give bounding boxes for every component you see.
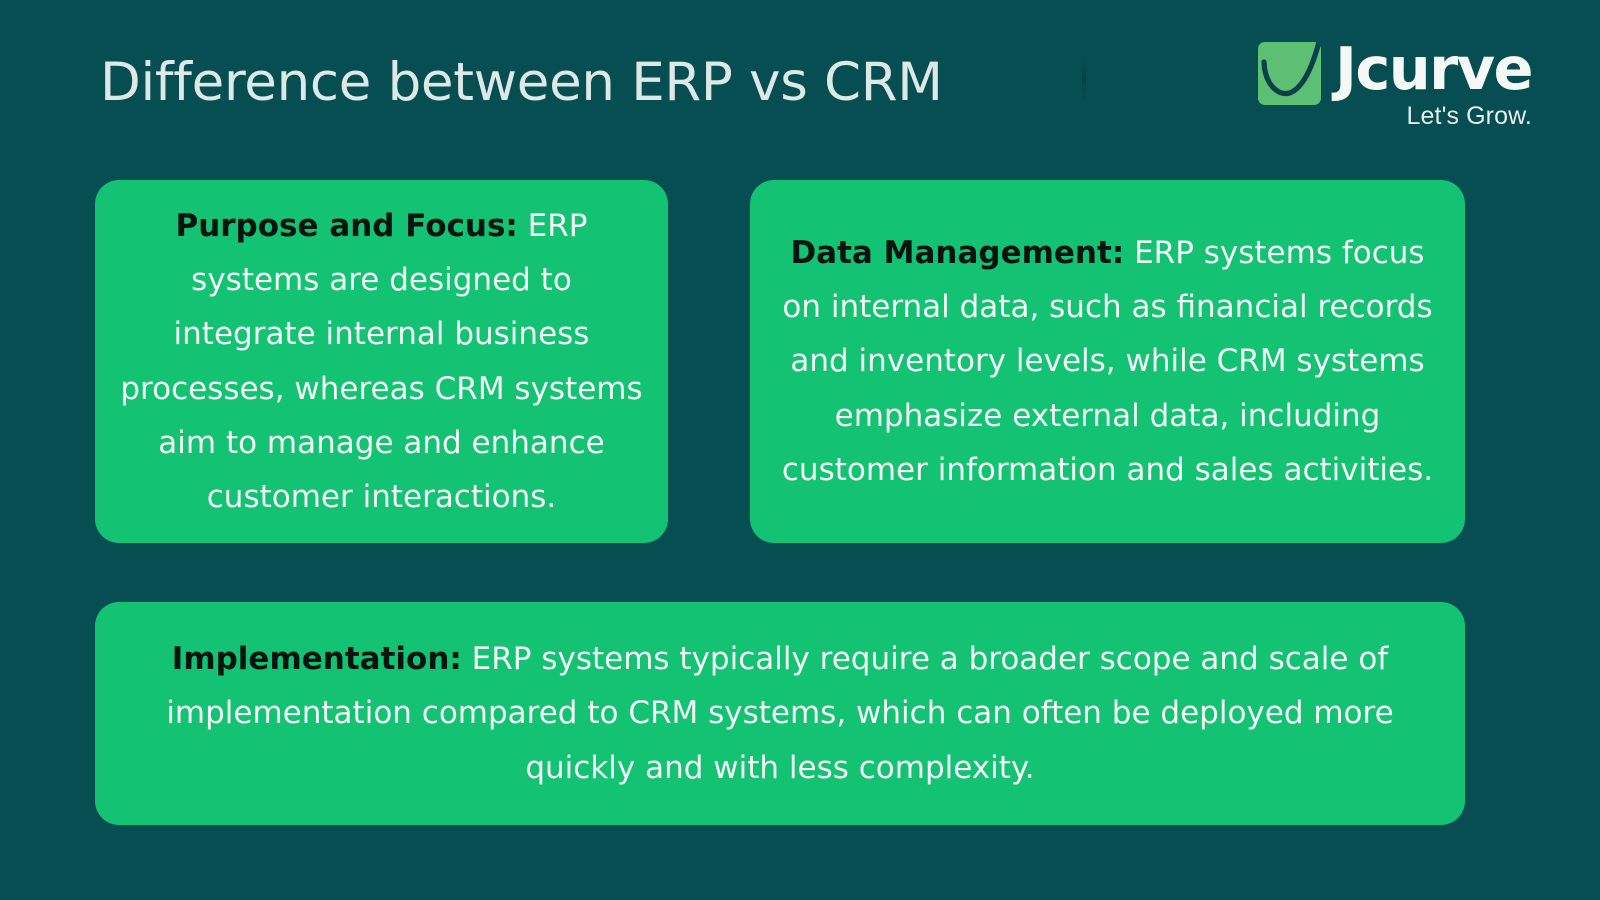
header: Difference between ERP vs CRM Jcurve Let…	[0, 0, 1600, 165]
card-body: ERP systems typically require a broader …	[166, 641, 1394, 786]
jcurve-logo-mark-icon	[1258, 42, 1321, 105]
card-implementation: Implementation: ERP systems typically re…	[95, 602, 1465, 825]
card-purpose-and-focus: Purpose and Focus: ERP systems are desig…	[95, 180, 668, 543]
card-text: Implementation: ERP systems typically re…	[135, 632, 1425, 795]
logo-wordmark: Jcurve	[1335, 34, 1534, 103]
card-body: ERP systems are designed to integrate in…	[120, 207, 643, 515]
card-lead: Purpose and Focus:	[175, 207, 518, 244]
card-body: ERP systems focus on internal data, such…	[781, 234, 1434, 488]
title-artifact	[1082, 55, 1086, 103]
card-data-management: Data Management: ERP systems focus on in…	[750, 180, 1465, 543]
logo-tagline: Let's Grow.	[1406, 101, 1532, 130]
card-text: Data Management: ERP systems focus on in…	[778, 226, 1437, 497]
card-lead: Implementation:	[171, 641, 462, 678]
logo-text-block: Jcurve Let's Grow.	[1335, 34, 1534, 131]
page-title: Difference between ERP vs CRM	[100, 52, 943, 113]
card-text: Purpose and Focus: ERP systems are desig…	[119, 199, 644, 525]
brand-logo: Jcurve Let's Grow.	[1258, 34, 1534, 132]
card-lead: Data Management:	[790, 234, 1125, 271]
